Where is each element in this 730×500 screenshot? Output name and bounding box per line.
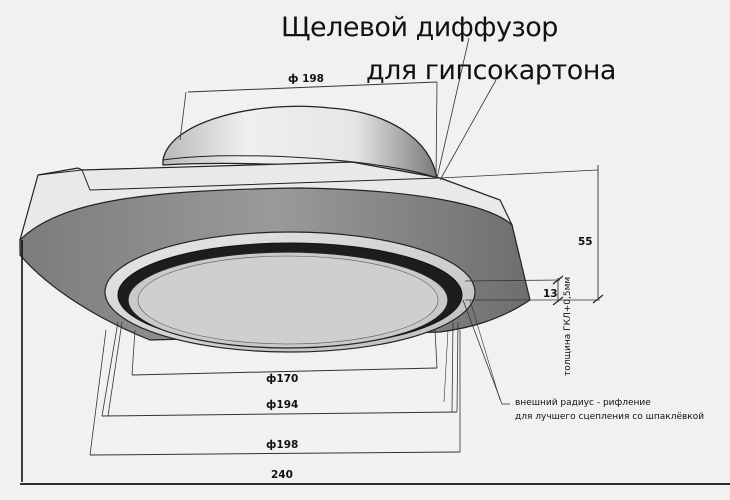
callout-line-2: для лучшего сцепления со шпаклёвкой bbox=[515, 412, 705, 422]
callout-line-1: внешний радиус - рифление bbox=[515, 398, 651, 408]
dim-height: 55 bbox=[578, 236, 593, 248]
dim-outer-ring-diameter: ф198 bbox=[266, 439, 299, 451]
title-line-2: для гипсокартона bbox=[366, 55, 616, 86]
dim-flange-thickness: 13 bbox=[543, 288, 558, 300]
dim-overall-width: 240 bbox=[271, 469, 293, 481]
dim-slot-diameter: ф194 bbox=[266, 399, 299, 411]
dim-top-collar-diameter: ф 198 bbox=[288, 73, 324, 85]
dim-drywall-thickness-note: толщина ГКЛ+0,5мм bbox=[563, 276, 573, 376]
dim-inner-opening: ф170 bbox=[266, 373, 299, 385]
title-line-1: Щелевой диффузор bbox=[281, 12, 558, 43]
